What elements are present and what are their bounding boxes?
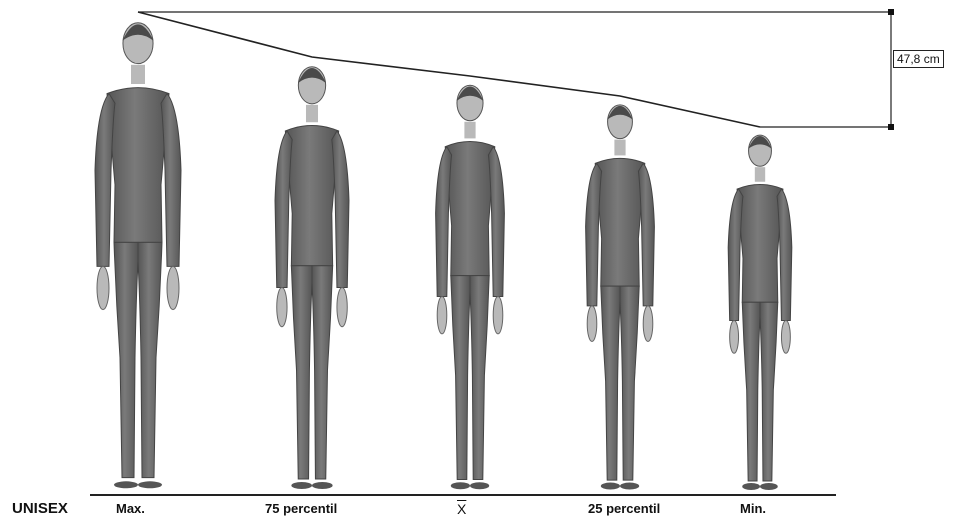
right-foot	[620, 483, 639, 490]
height-difference-label: 47,8 cm	[893, 50, 944, 68]
dimension-marker-bottom	[888, 124, 894, 130]
neck	[464, 122, 475, 139]
figure-label-25-percentile: 25 percentil	[588, 501, 660, 516]
figure-label-75-percentile: 75 percentil	[265, 501, 337, 516]
neck	[755, 167, 765, 182]
torso	[595, 158, 645, 286]
neck	[614, 140, 625, 156]
right-arm	[488, 147, 504, 297]
right-foot	[312, 482, 333, 489]
right-leg	[312, 266, 333, 479]
torso	[445, 142, 495, 276]
left-hand	[730, 320, 739, 353]
right-hand	[493, 296, 503, 333]
left-foot	[291, 482, 312, 489]
right-arm	[777, 189, 792, 320]
figure-label-min: Min.	[740, 501, 766, 516]
right-foot	[760, 483, 778, 490]
neck	[131, 65, 145, 84]
right-arm	[638, 163, 654, 306]
left-hand	[277, 288, 287, 327]
left-arm	[275, 131, 292, 288]
left-foot	[742, 483, 760, 490]
left-arm	[436, 147, 452, 297]
left-hand	[97, 266, 109, 309]
right-leg	[470, 276, 489, 480]
figure-75-percentile	[275, 67, 349, 489]
right-leg	[620, 286, 639, 480]
right-arm	[332, 131, 349, 288]
neck	[306, 105, 318, 122]
left-foot	[451, 482, 470, 489]
left-arm	[95, 94, 115, 267]
figure-25-percentile	[586, 105, 655, 490]
height-profile-line	[138, 12, 760, 127]
right-hand	[643, 306, 653, 342]
left-hand	[437, 296, 447, 333]
group-label: UNISEX	[12, 500, 68, 517]
left-leg	[114, 242, 138, 477]
figure-label-mean: X	[457, 501, 466, 517]
right-foot	[138, 481, 162, 488]
left-arm	[728, 189, 743, 320]
left-leg	[601, 286, 620, 480]
right-hand	[781, 320, 790, 353]
left-arm	[586, 163, 602, 306]
left-foot	[601, 483, 620, 490]
figure-label-max: Max.	[116, 501, 145, 516]
torso	[737, 184, 783, 302]
left-leg	[742, 302, 760, 481]
right-hand	[167, 266, 179, 309]
torso	[285, 126, 338, 266]
right-hand	[337, 288, 347, 327]
dimension-marker-top	[888, 9, 894, 15]
left-leg	[451, 276, 470, 480]
right-leg	[760, 302, 778, 481]
torso	[107, 88, 169, 243]
figure-max	[95, 23, 181, 489]
right-arm	[161, 94, 181, 267]
left-leg	[291, 266, 312, 479]
figure-mean	[436, 85, 505, 489]
figure-min	[728, 135, 792, 490]
left-foot	[114, 481, 138, 488]
right-leg	[138, 242, 162, 477]
left-hand	[587, 306, 597, 342]
right-foot	[470, 482, 489, 489]
